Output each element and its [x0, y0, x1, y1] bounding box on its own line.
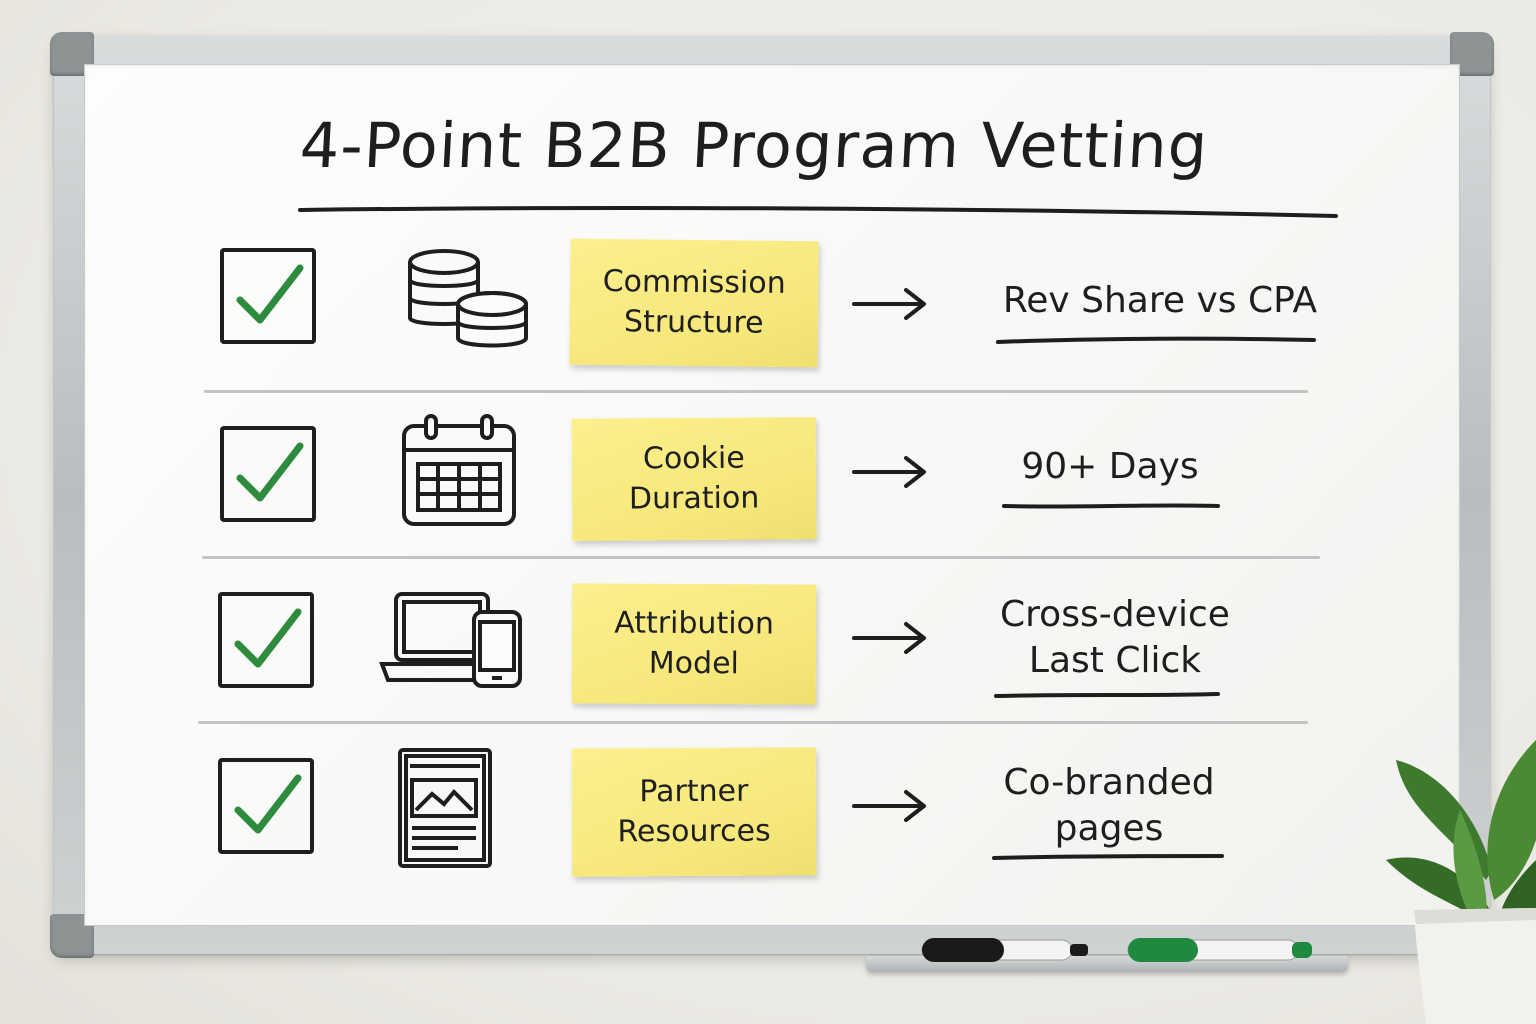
row-divider: [198, 721, 1308, 724]
board-title: 4-Point B2B Program Vetting: [298, 109, 1211, 182]
green-marker[interactable]: [1126, 936, 1316, 964]
potted-plant: [1386, 740, 1536, 1024]
result-underline: [1002, 503, 1220, 509]
sticky-label: Partner Resources: [617, 773, 771, 850]
coins-stack-icon: [408, 249, 528, 348]
sticky-note-cookie: Cookie Duration: [571, 417, 817, 541]
laptop-phone-icon: [379, 592, 522, 688]
result-underline: [992, 854, 1224, 860]
sticky-note-partner: Partner Resources: [571, 747, 817, 877]
checkbox-attribution[interactable]: [216, 590, 316, 690]
result-partner: Co-branded pages: [1003, 762, 1215, 849]
sticky-note-attribution: Attribution Model: [571, 583, 817, 705]
arrow-icon: [852, 622, 926, 654]
black-marker[interactable]: [920, 936, 1092, 964]
document-image-icon: [398, 748, 492, 868]
checkbox-partner[interactable]: [216, 756, 316, 856]
sticky-label: Attribution Model: [614, 605, 775, 682]
checkbox-commission[interactable]: [218, 246, 318, 346]
calendar-icon: [402, 414, 516, 526]
result-underline: [994, 692, 1220, 698]
sticky-label: Cookie Duration: [628, 440, 760, 517]
row-divider: [204, 390, 1308, 393]
result-commission: Rev Share vs CPA: [1002, 280, 1318, 321]
arrow-icon: [852, 456, 926, 488]
row-divider: [202, 556, 1320, 559]
title-underline: [298, 206, 1338, 218]
checkbox-cookie[interactable]: [218, 424, 318, 524]
sticky-label: Commission Structure: [602, 264, 786, 341]
arrow-icon: [852, 790, 926, 822]
result-cookie: 90+ Days: [1021, 446, 1199, 487]
arrow-icon: [852, 288, 926, 320]
sticky-note-commission: Commission Structure: [569, 238, 819, 368]
result-underline: [996, 336, 1316, 344]
result-attribution: Cross-device Last Click: [1000, 594, 1230, 681]
